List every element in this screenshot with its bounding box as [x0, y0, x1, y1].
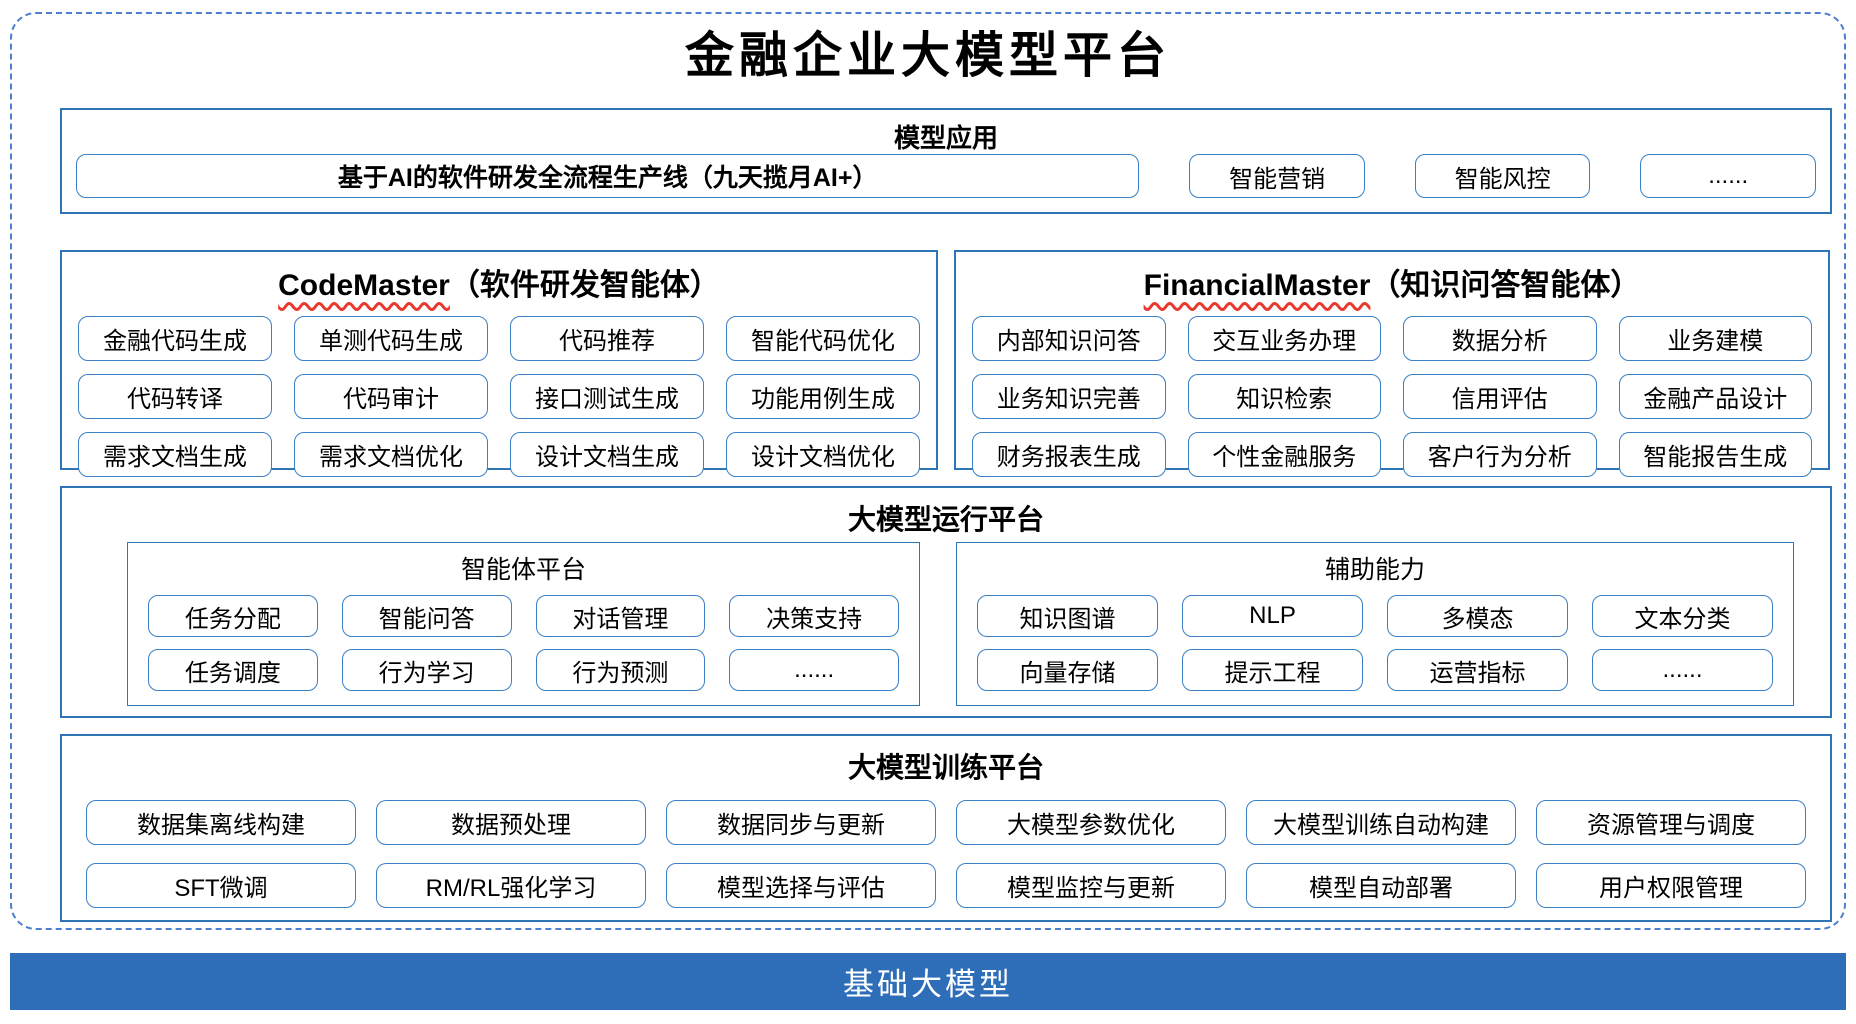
aux-capability-chip: ...... — [1592, 649, 1773, 691]
codemaster-capability-grid: 金融代码生成单测代码生成代码推荐智能代码优化代码转译代码审计接口测试生成功能用例… — [78, 316, 920, 477]
codemaster-capability-chip: 需求文档优化 — [294, 432, 488, 477]
training-capability-chip: SFT微调 — [86, 863, 356, 908]
outer-dashed-border — [10, 12, 1846, 930]
codemaster-capability-chip: 单测代码生成 — [294, 316, 488, 361]
section-training-title: 大模型训练平台 — [847, 752, 1044, 783]
agent-platform-chip: 任务调度 — [148, 649, 318, 691]
training-capability-chip: 大模型参数优化 — [956, 800, 1226, 845]
aux-capability-chip: NLP — [1182, 595, 1363, 637]
training-capability-chip: 资源管理与调度 — [1536, 800, 1806, 845]
training-capability-chip: 数据同步与更新 — [666, 800, 936, 845]
codemaster-capability-chip: 需求文档生成 — [78, 432, 272, 477]
application-chip: 智能营销 — [1189, 154, 1365, 198]
pipeline-box: 基于AI的软件研发全流程生产线（九天揽月AI+） — [76, 154, 1140, 198]
codemaster-capability-chip: 金融代码生成 — [78, 316, 272, 361]
training-capability-chip: 模型自动部署 — [1246, 863, 1516, 908]
aux-capability-chip: 向量存储 — [977, 649, 1158, 691]
aux-capability-chip: 多模态 — [1387, 595, 1568, 637]
financialmaster-capability-chip: 个性金融服务 — [1187, 432, 1381, 477]
codemaster-title-zh: （软件研发智能体） — [449, 269, 720, 302]
agent-platform-chip: 决策支持 — [729, 595, 899, 637]
agent-platform-chip: 任务分配 — [148, 595, 318, 637]
aux-capability-grid: 知识图谱 NLP 多模态文本分类向量存储提示工程运营指标...... — [977, 595, 1773, 691]
agent-platform-chip: 对话管理 — [535, 595, 706, 637]
financialmaster-capability-chip: 交互业务办理 — [1187, 316, 1381, 361]
agent-platform-chip: ...... — [729, 649, 899, 691]
financialmaster-capability-chip: 知识检索 — [1187, 374, 1381, 419]
codemaster-capability-chip: 代码转译 — [78, 374, 272, 419]
section-runtime-platform: 大模型运行平台 智能体平台 任务分配智能问答对话管理决策支持任务调度行为学习行为… — [60, 486, 1832, 718]
codemaster-capability-chip: 设计文档生成 — [510, 432, 704, 477]
agent-platform-chip: 行为预测 — [535, 649, 706, 691]
financialmaster-capability-chip: 客户行为分析 — [1403, 432, 1597, 477]
agent-platform-grid: 任务分配智能问答对话管理决策支持任务调度行为学习行为预测...... — [148, 595, 899, 691]
codemaster-capability-chip: 智能代码优化 — [726, 316, 920, 361]
training-capability-grid: 数据集离线构建数据预处理数据同步与更新大模型参数优化大模型训练自动构建资源管理与… — [86, 800, 1806, 908]
financialmaster-capability-chip: 业务建模 — [1618, 316, 1812, 361]
training-capability-chip: 大模型训练自动构建 — [1246, 800, 1516, 845]
agent-platform-title: 智能体平台 — [460, 556, 586, 584]
model-application-row: 基于AI的软件研发全流程生产线（九天揽月AI+） 智能营销 智能风控...... — [76, 154, 1816, 198]
agent-platform-chip: 智能问答 — [341, 595, 512, 637]
financialmaster-capability-chip: 数据分析 — [1403, 316, 1597, 361]
training-capability-chip: RM/RL强化学习 — [376, 863, 646, 908]
codemaster-capability-chip: 设计文档优化 — [726, 432, 920, 477]
aux-capability-chip: 文本分类 — [1592, 595, 1773, 637]
base-model-bar: 基础大模型 — [10, 953, 1846, 1010]
codemaster-capability-chip: 接口测试生成 — [510, 374, 704, 419]
base-model-label: 基础大模型 — [843, 967, 1013, 1002]
panel-codemaster: CodeMaster（软件研发智能体） 金融代码生成单测代码生成代码推荐智能代码… — [60, 250, 938, 477]
agent-platform-chip: 行为学习 — [341, 649, 512, 691]
subpanel-aux-capability: 辅助能力 知识图谱 NLP 多模态文本分类向量存储提示工程运营指标...... — [956, 542, 1794, 706]
panel-financialmaster: FinancialMaster（知识问答智能体） 内部知识问答交互业务办理数据分… — [954, 250, 1830, 477]
aux-capability-chip: 知识图谱 — [977, 595, 1158, 637]
training-capability-chip: 数据预处理 — [376, 800, 646, 845]
section-runtime-title: 大模型运行平台 — [847, 504, 1044, 535]
panel-financialmaster-title: FinancialMaster（知识问答智能体） — [956, 260, 1828, 304]
financialmaster-title-zh: （知识问答智能体） — [1370, 269, 1641, 302]
financialmaster-capability-chip: 信用评估 — [1403, 374, 1597, 419]
financialmaster-capability-chip: 金融产品设计 — [1618, 374, 1812, 419]
financialmaster-capability-chip: 业务知识完善 — [972, 374, 1166, 419]
training-capability-chip: 数据集离线构建 — [86, 800, 356, 845]
aux-capability-title: 辅助能力 — [1324, 556, 1425, 584]
panel-codemaster-title: CodeMaster（软件研发智能体） — [62, 260, 936, 304]
aux-capability-chip: 提示工程 — [1182, 649, 1363, 691]
page-title: 金融企业大模型平台 — [684, 26, 1171, 84]
section-training-platform: 大模型训练平台 数据集离线构建数据预处理数据同步与更新大模型参数优化大模型训练自… — [60, 734, 1832, 922]
section-model-application-title: 模型应用 — [893, 123, 998, 153]
codemaster-capability-chip: 代码审计 — [294, 374, 488, 419]
training-capability-chip: 模型选择与评估 — [666, 863, 936, 908]
financialmaster-capability-chip: 财务报表生成 — [972, 432, 1166, 477]
application-chip: 智能风控 — [1414, 154, 1591, 198]
financialmaster-title-en: FinancialMaster — [1143, 269, 1371, 302]
section-model-application: 模型应用 基于AI的软件研发全流程生产线（九天揽月AI+） 智能营销 智能风控..… — [60, 108, 1832, 214]
codemaster-title-en: CodeMaster — [278, 269, 450, 302]
financialmaster-capability-chip: 智能报告生成 — [1618, 432, 1812, 477]
aux-capability-chip: 运营指标 — [1387, 649, 1568, 691]
codemaster-capability-chip: 功能用例生成 — [726, 374, 920, 419]
application-chip: ...... — [1640, 154, 1816, 198]
subpanel-agent-platform: 智能体平台 任务分配智能问答对话管理决策支持任务调度行为学习行为预测...... — [127, 542, 920, 706]
training-capability-chip: 模型监控与更新 — [956, 863, 1226, 908]
training-capability-chip: 用户权限管理 — [1536, 863, 1806, 908]
codemaster-capability-chip: 代码推荐 — [510, 316, 704, 361]
financialmaster-capability-grid: 内部知识问答交互业务办理数据分析业务建模业务知识完善知识检索信用评估金融产品设计… — [972, 316, 1812, 477]
financialmaster-capability-chip: 内部知识问答 — [972, 316, 1166, 361]
